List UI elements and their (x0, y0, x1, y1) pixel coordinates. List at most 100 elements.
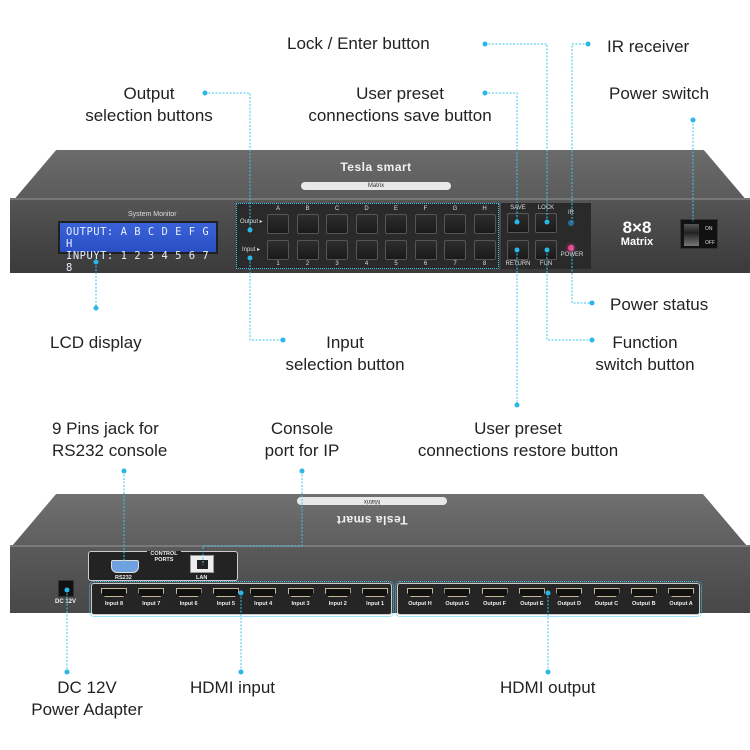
input-key-label: 4 (364, 261, 369, 267)
hdmi-output-label: Output H (408, 601, 432, 607)
input-button-5[interactable] (385, 240, 407, 260)
callout-user-preset-restore: User preset connections restore button (395, 418, 641, 462)
input-key-label: 8 (482, 261, 487, 267)
hdmi-input-label: Input 2 (328, 601, 347, 607)
input-key-label: 6 (423, 261, 428, 267)
callout-user-preset-restore-line1: User preset (474, 419, 562, 438)
callout-lock-enter: Lock / Enter button (287, 34, 430, 53)
callout-user-preset-save-line2: connections save button (308, 106, 492, 125)
lock-enter-button[interactable] (535, 213, 557, 233)
hdmi-input-label: Input 1 (366, 601, 385, 607)
hdmi-input-port[interactable] (324, 588, 351, 597)
input-button-6[interactable] (414, 240, 437, 260)
hdmi-output-label: Output F (483, 601, 507, 607)
output-key-label: A (275, 206, 280, 212)
input-key-label: 3 (335, 261, 339, 267)
hdmi-input-label: Input 8 (104, 601, 124, 607)
lan-port[interactable] (190, 555, 214, 573)
hdmi-input-port[interactable] (362, 588, 389, 597)
callout-user-preset-save-line1: User preset (356, 84, 444, 103)
callout-output-selection: Output selection buttons (58, 83, 240, 127)
save-label: SAVE (510, 205, 526, 211)
hdmi-input-port[interactable] (287, 588, 314, 597)
hdmi-output-port[interactable] (630, 588, 657, 597)
fun-button[interactable] (535, 240, 557, 260)
hdmi-input-label: Input 5 (216, 601, 235, 607)
hdmi-output-port[interactable] (518, 588, 545, 597)
callout-console-ip-line2: port for IP (264, 441, 340, 460)
output-key-label: D (364, 206, 369, 212)
front-brand-sub: Matrix (301, 182, 451, 190)
ir-label: IR (568, 210, 574, 216)
control-ports: CONTROL PORTS RS232 LAN (88, 551, 238, 581)
output-key-label: G (452, 206, 458, 212)
matrix-word: Matrix (620, 236, 654, 248)
hdmi-input-port[interactable] (138, 588, 165, 597)
output-button-h[interactable] (473, 214, 496, 234)
output-button-d[interactable] (355, 214, 378, 234)
input-key-label: 2 (305, 261, 310, 267)
power-label: POWER (560, 252, 584, 258)
output-key-label: E (393, 206, 398, 212)
hdmi-output-port[interactable] (444, 588, 471, 597)
hdmi-output-port[interactable] (407, 588, 433, 597)
dc-power-jack[interactable] (58, 580, 74, 597)
hdmi-input-port[interactable] (212, 588, 239, 597)
input-button-7[interactable] (444, 240, 466, 260)
return-button[interactable] (507, 240, 529, 260)
hdmi-output-label: Output D (557, 601, 581, 607)
callout-user-preset-save: User preset connections save button (286, 83, 514, 127)
output-button-e[interactable] (385, 214, 407, 234)
rear-brand-name: Tesla smart (336, 513, 408, 527)
control-button-panel: SAVE LOCK IR RETURN FUN POWER (501, 203, 591, 269)
system-monitor-label: System Monitor (128, 211, 177, 218)
output-key-label: H (482, 206, 487, 212)
hdmi-input-label: Input 7 (142, 601, 161, 607)
front-brand-plate: Tesla smart Matrix (298, 160, 454, 190)
dc-label: DC 12V (55, 599, 77, 605)
power-rocker-icon[interactable] (684, 224, 699, 246)
input-button-2[interactable] (296, 240, 319, 260)
hdmi-input-port[interactable] (175, 588, 202, 597)
hdmi-output-label: Output C (594, 601, 619, 607)
hdmi-output-port[interactable] (593, 588, 620, 597)
input-button-3[interactable] (326, 240, 348, 260)
hdmi-input-label: Input 4 (254, 601, 273, 607)
rs232-label: RS232 (115, 575, 132, 581)
hdmi-input-port[interactable] (101, 588, 127, 597)
hdmi-output-port[interactable] (556, 588, 583, 597)
lcd-line-output: OUTPUT: A B C D E F G H (66, 226, 210, 250)
lock-label: LOCK (537, 205, 555, 211)
fun-label: FUN (539, 261, 553, 267)
save-button[interactable] (507, 213, 529, 233)
rear-brand-sub: Matrix (297, 497, 447, 505)
hdmi-input-label: Input 3 (291, 601, 310, 607)
hdmi-output-label: Output G (445, 601, 470, 607)
hdmi-input-port[interactable] (250, 588, 277, 597)
front-brand-name: Tesla smart (340, 160, 412, 174)
callout-ir-receiver: IR receiver (607, 37, 690, 56)
matrix-badge: 8×8 Matrix (612, 219, 662, 248)
hdmi-output-label: Output A (669, 601, 693, 607)
callout-user-preset-restore-line2: connections restore button (417, 441, 619, 460)
callout-function-switch-line2: switch button (595, 355, 695, 374)
ir-receiver-icon (568, 220, 574, 226)
input-button-8[interactable] (473, 240, 496, 260)
input-button-4[interactable] (355, 240, 378, 260)
output-button-f[interactable] (414, 214, 437, 234)
output-button-a[interactable] (267, 214, 289, 234)
input-button-1[interactable] (267, 240, 289, 260)
callout-dc-adapter-line1: DC 12V (57, 678, 117, 697)
rs232-port[interactable] (111, 560, 139, 573)
input-row-label: Input ▸ (242, 247, 261, 253)
hdmi-output-port[interactable] (668, 588, 695, 597)
output-button-c[interactable] (326, 214, 348, 234)
output-button-g[interactable] (444, 214, 466, 234)
output-key-label: F (423, 206, 428, 212)
callout-rs232-jack: 9 Pins jack for RS232 console (52, 418, 167, 462)
power-switch[interactable]: ON OFF (680, 219, 718, 249)
hdmi-output-port[interactable] (481, 588, 508, 597)
output-button-b[interactable] (296, 214, 319, 234)
